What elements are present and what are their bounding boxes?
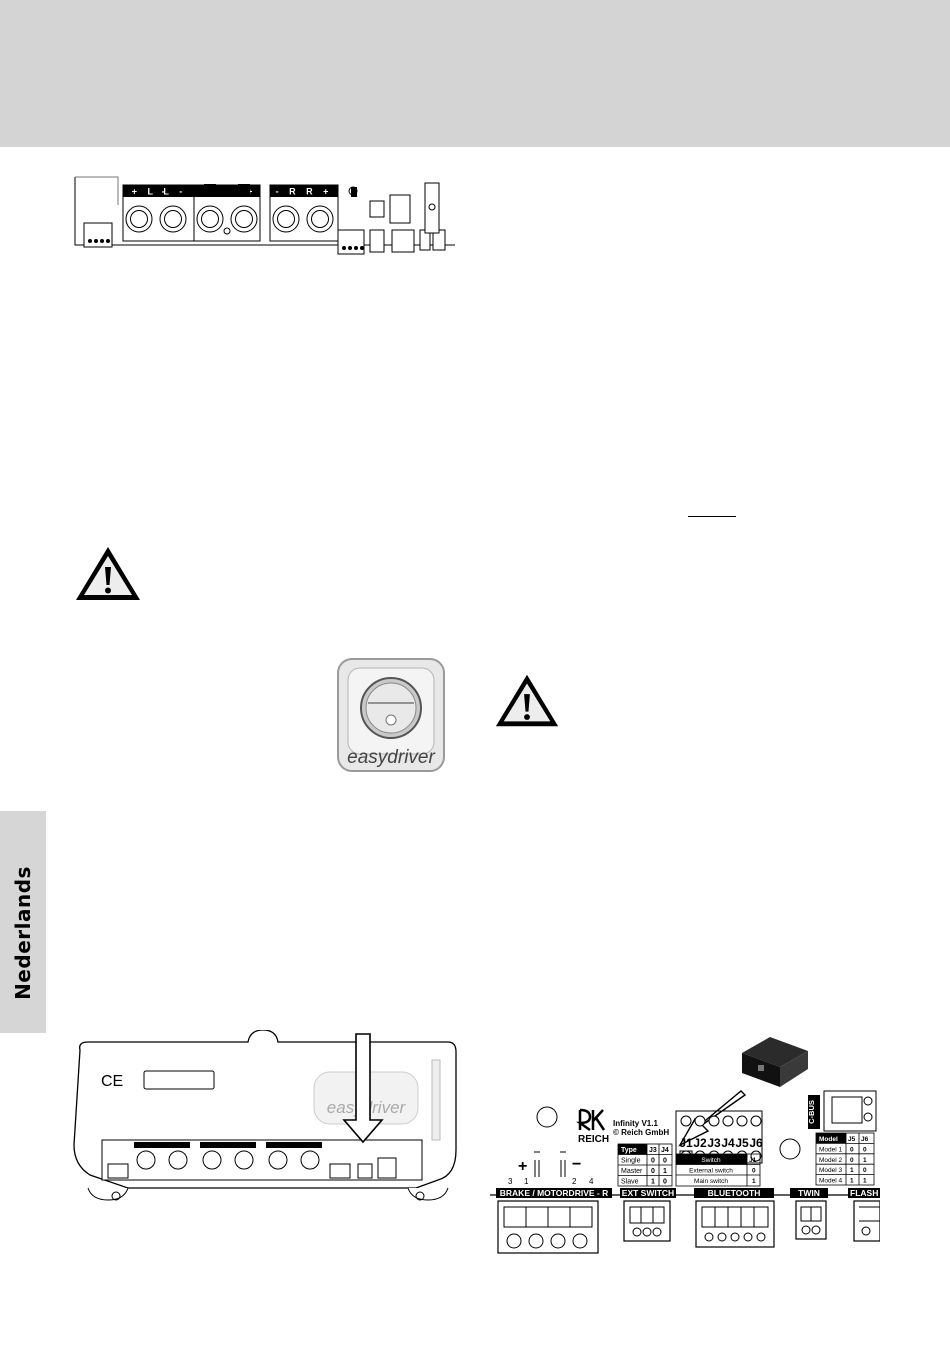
header-band [0,0,950,147]
language-side-tab[interactable]: Nederlands [0,811,46,1033]
model-cell: 0 [850,1157,854,1164]
connector-label: FLASH [850,1188,878,1198]
model-cell: Model 2 [819,1157,843,1164]
controller-panel-figure: + L L - - + - R R + [74,176,455,255]
switch-header: J1 [749,1157,757,1164]
jumper-label: J2 [693,1136,707,1150]
brand-label: REICH [578,1134,609,1145]
circuit-board-detail: REICH Infinity V1.1 © Reich GmbH J1 J2 J… [490,1037,880,1254]
type-cell: 0 [651,1158,655,1165]
connector-label: BLUETOOTH [708,1188,761,1198]
type-cell: 0 [663,1179,667,1186]
language-tab-label: Nederlands [11,866,35,1000]
model-cell: Model 1 [819,1146,843,1153]
model-cell: 1 [863,1178,867,1185]
jumper-label: J5 [735,1136,749,1150]
type-header: J3 [649,1147,657,1154]
model-cell: 0 [863,1167,867,1174]
plus-symbol: + [518,1158,527,1175]
model-cell: Model 4 [819,1178,843,1185]
left-terminal-label: + L L - [132,187,186,197]
type-cell: Master [621,1168,643,1175]
model-cell: 1 [850,1178,854,1185]
switch-cell: 0 [752,1168,756,1175]
version-label: Infinity V1.1 [613,1119,658,1128]
pin-number: 1 [524,1177,529,1186]
switch-cell: Main switch [694,1178,728,1185]
jumper-cap-icon [742,1037,808,1087]
pin-number: 4 [589,1177,594,1186]
model-cell: 0 [850,1146,854,1153]
type-cell: 0 [651,1168,655,1175]
switch-cell: 1 [752,1178,756,1185]
type-cell: Slave [621,1179,639,1186]
jumper-label: J4 [721,1136,735,1150]
right-terminal-label: - R R + [276,187,333,197]
model-cell: 1 [850,1167,854,1174]
type-cell: 0 [663,1158,667,1165]
minus-symbol: − [572,1156,581,1173]
ce-mark: CE [101,1073,123,1090]
connector-label: BRAKE / MOTORDRIVE - R [500,1188,608,1198]
easydriver-remote-icon: easydriver [337,658,445,772]
easydriver-wordmark: easydriver [347,747,435,768]
type-header: Type [621,1147,637,1154]
copyright-label: © Reich GmbH [613,1128,669,1137]
cbus-label: C-BUS [807,1100,816,1124]
model-cell: 1 [863,1157,867,1164]
connector-label: TWIN [798,1188,820,1198]
pin-number: 3 [508,1177,513,1186]
model-cell: Model 3 [819,1167,843,1174]
jumper-label: J6 [749,1136,763,1150]
type-header: J4 [661,1147,669,1154]
reich-logo-icon [576,1108,606,1132]
type-cell: 1 [663,1168,667,1175]
jumper-label: J3 [707,1136,721,1150]
warning-triangle-icon [495,674,559,727]
model-header: J5 [848,1136,856,1143]
model-header: Model [819,1136,838,1143]
jumper-label: J1 [679,1136,693,1150]
type-cell: 1 [651,1179,655,1186]
model-cell: 0 [863,1146,867,1153]
type-cell: Single [621,1158,641,1165]
switch-header: Switch [701,1157,721,1164]
warning-triangle-icon [72,543,144,603]
connector-label: EXT SWITCH [622,1188,674,1198]
switch-cell: External switch [689,1168,733,1175]
text-underline [688,516,736,517]
controller-housing-figure: CE easydriver [73,1030,457,1201]
model-header: J6 [861,1136,869,1143]
pin-number: 2 [572,1177,577,1186]
